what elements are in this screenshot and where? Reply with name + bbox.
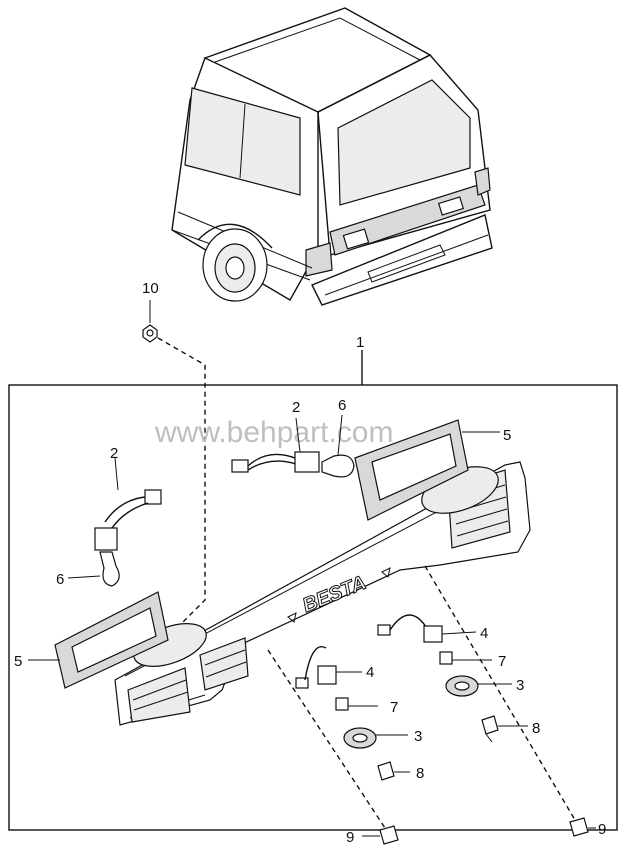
callout-7-right: 7 (498, 653, 506, 670)
gasket-right (354, 419, 469, 521)
nut-leader-line (157, 337, 206, 626)
grommet-center (343, 727, 408, 749)
callout-4-right: 4 (480, 625, 488, 642)
callout-9-right: 9 (598, 821, 606, 838)
nut-part-10 (142, 300, 158, 343)
grommet-right (445, 675, 512, 697)
clip-bottom-center (362, 825, 399, 845)
callout-3-center: 3 (414, 728, 422, 745)
bulb-small-right (439, 651, 492, 665)
bulb-small-center (335, 697, 378, 711)
harness-upper (231, 417, 320, 473)
callout-3-right: 3 (516, 677, 524, 694)
van-illustration (171, 7, 493, 306)
gasket-left (54, 591, 169, 689)
callout-8-right: 8 (532, 720, 540, 737)
callout-6-left: 6 (56, 571, 64, 588)
bulb-left (67, 551, 120, 587)
screw-right (481, 715, 528, 743)
callout-2-left: 2 (110, 445, 118, 462)
callout-7-center: 7 (390, 699, 398, 716)
callout-4-center: 4 (366, 664, 374, 681)
clip-leader-right (424, 565, 576, 821)
screw-center (377, 761, 410, 781)
callout-5-left: 5 (14, 653, 22, 670)
socket-right (377, 614, 477, 643)
callout-10: 10 (142, 280, 159, 297)
socket-center (295, 646, 362, 689)
clip-bottom-right (569, 817, 596, 837)
bulb-upper (321, 414, 355, 478)
callout-5-right: 5 (503, 427, 511, 444)
harness-left (94, 457, 162, 551)
callout-2-upper: 2 (292, 399, 300, 416)
watermark-text: www.behpart.com (154, 416, 393, 449)
callout-9-center: 9 (346, 829, 354, 846)
assembly-frame (8, 384, 618, 831)
callout-1: 1 (356, 334, 364, 351)
callout-8-center: 8 (416, 765, 424, 782)
callout-6-upper: 6 (338, 397, 346, 414)
